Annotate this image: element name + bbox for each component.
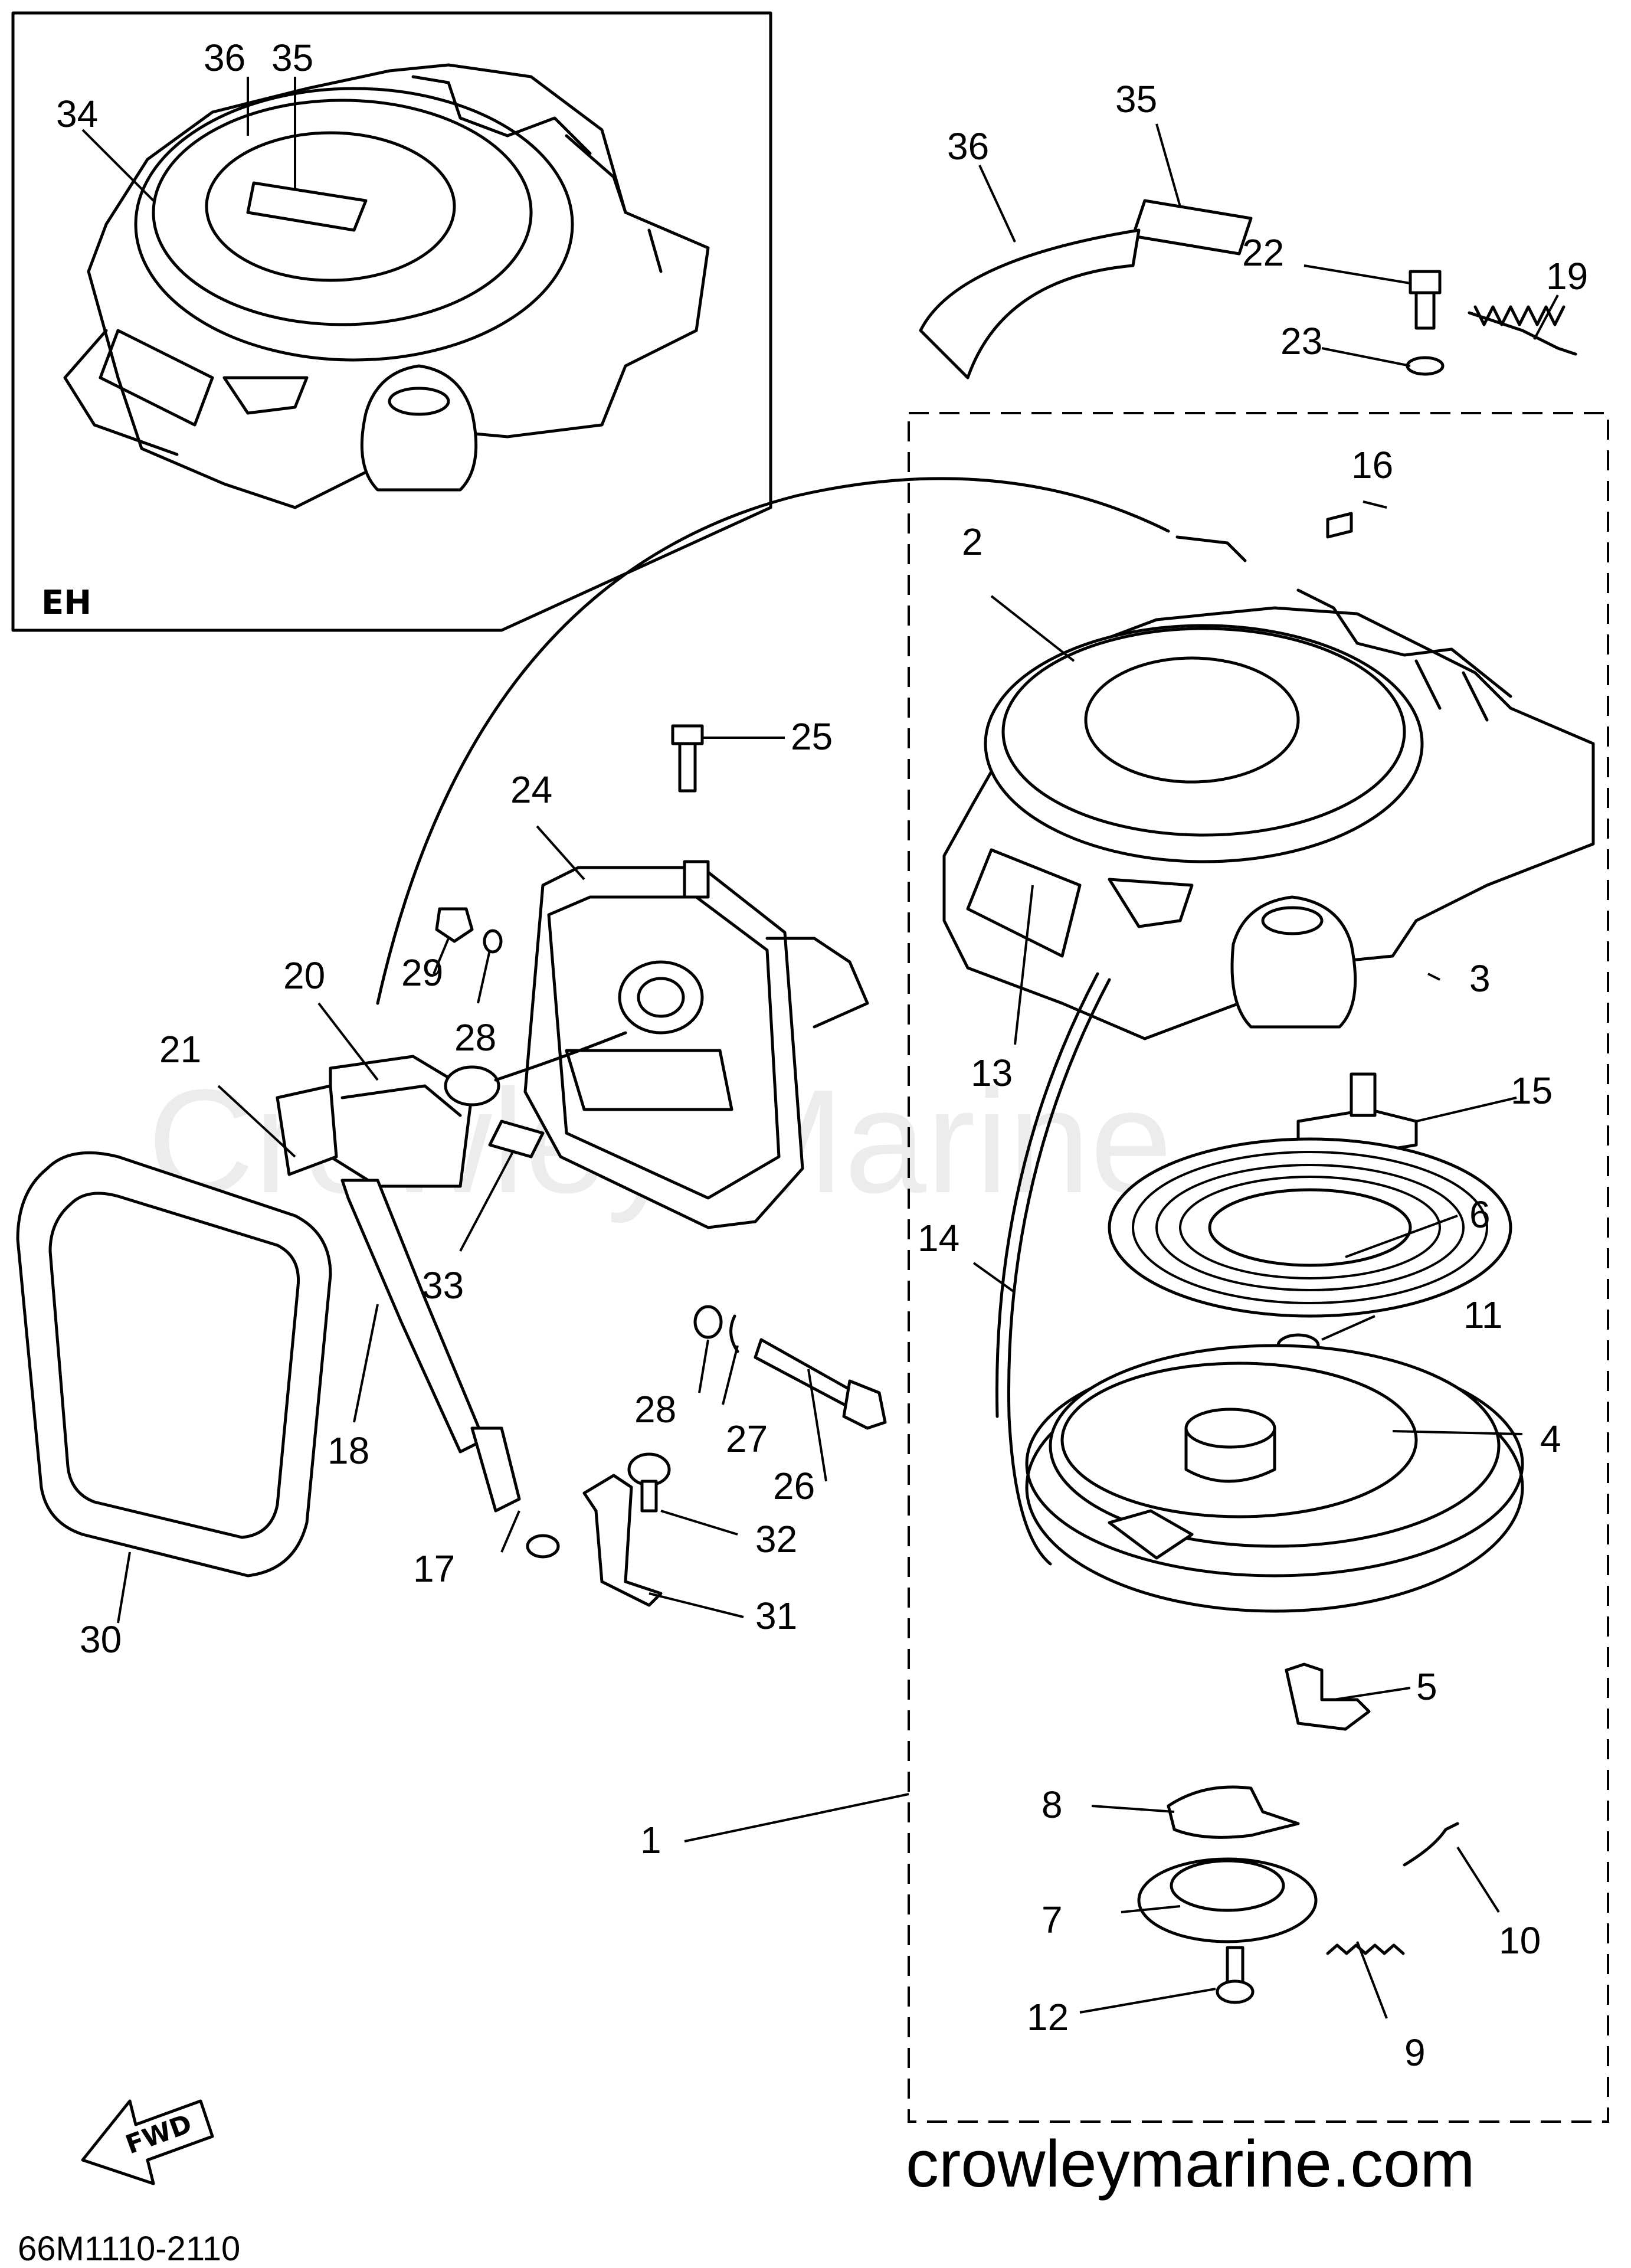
label-strip-36 [919,228,1141,379]
cable-end [1175,535,1247,562]
callout-14: 14 [918,1217,959,1259]
inset-frame [11,11,772,632]
cable-end-17 [470,1426,521,1513]
callout-10: 10 [1499,1919,1541,1962]
washer-28-upper [483,929,503,954]
callout-22: 22 [1242,231,1284,274]
guide-cable [494,1031,627,1082]
callout-28-lower: 28 [634,1388,676,1431]
cam-15-pin [1350,1072,1377,1117]
callout-4: 4 [1540,1418,1561,1460]
callout-26: 26 [773,1465,815,1507]
inset-label: EH [41,584,91,622]
clip-27 [729,1314,739,1353]
pulley-4 [1025,1344,1524,1613]
fwd-arrow-icon: FWD [81,2099,214,2185]
housing-dome [1230,895,1357,1029]
callout-35-main: 35 [1115,78,1157,120]
rope-14-outer [995,972,1099,1418]
callout-33: 33 [422,1264,464,1307]
callout-11: 11 [1463,1294,1502,1336]
starter-housing [942,588,1595,1040]
callout-36-inset: 36 [204,37,245,79]
callout-34: 34 [56,93,98,135]
callout-18: 18 [327,1429,369,1472]
callout-24: 24 [510,768,552,811]
callout-19: 19 [1546,255,1588,297]
callout-28-upper: 28 [454,1016,496,1059]
callout-1: 1 [640,1819,661,1861]
callout-13: 13 [971,1052,1013,1094]
filter-element-30 [16,1151,332,1578]
spring-9 [1326,1943,1405,1955]
label-33 [488,1120,545,1158]
website-text: crowleymarine.com [906,2127,1475,2201]
rope-14 [1007,978,1111,1566]
callout-25: 25 [791,715,833,758]
diagram-code: 66M1110-2110 [18,2230,240,2268]
callout-16: 16 [1351,444,1393,486]
sleeve-18 [340,1179,486,1454]
callout-36-main: 36 [947,125,989,168]
air-silencer-24 [523,866,804,1229]
pin-16 [1326,512,1353,539]
bolt-12 [1216,1946,1255,2004]
callout-12: 12 [1027,1996,1069,2038]
callout-2: 2 [962,521,983,563]
washer-28-lower [693,1305,723,1339]
callout-9: 9 [1404,2031,1426,2074]
clip-21 [276,1084,338,1176]
callout-32: 32 [755,1518,797,1560]
callout-23: 23 [1280,320,1322,362]
cable-stopper [526,1534,560,1559]
silencer-bracket [765,937,869,1029]
callout-numbers: 1 2 3 4 5 6 7 8 9 10 11 12 13 14 15 16 1… [56,37,1588,2074]
callout-6: 6 [1469,1193,1491,1236]
callout-15: 15 [1511,1069,1553,1112]
leader-lines [81,77,1559,2019]
bracket-31 [582,1474,663,1607]
cover-7 [1137,1857,1318,1943]
silencer-tab [683,860,710,899]
callout-5: 5 [1416,1665,1437,1708]
callout-3: 3 [1469,957,1491,1000]
assembly-boundary [908,412,1609,2123]
label-decal-35 [1131,199,1253,256]
callout-17: 17 [413,1547,455,1590]
spring-10 [1403,1822,1459,1867]
callout-21: 21 [159,1028,201,1071]
washer-23 [1406,356,1445,376]
starter-cable-arc [376,477,1170,1005]
bolt-25 [671,724,704,793]
callout-8: 8 [1042,1783,1063,1826]
bolt-32 [627,1452,671,1513]
callout-20: 20 [283,954,325,997]
callout-31: 31 [755,1595,797,1637]
spiral-spring-6 [1108,1137,1512,1318]
callout-7: 7 [1042,1899,1063,1941]
callout-27: 27 [726,1418,768,1460]
pawl-5 [1285,1662,1371,1731]
callout-35-inset: 35 [271,37,313,79]
inset-eh: EH [11,11,772,632]
callout-29: 29 [401,951,443,994]
bolt-22 [1409,270,1442,330]
bolt-26 [754,1338,887,1430]
plate-8 [1167,1785,1300,1839]
inset-label-plate [246,181,368,232]
nut-29 [435,907,474,943]
callout-30: 30 [80,1618,122,1661]
inset-starter-housing [63,63,710,509]
